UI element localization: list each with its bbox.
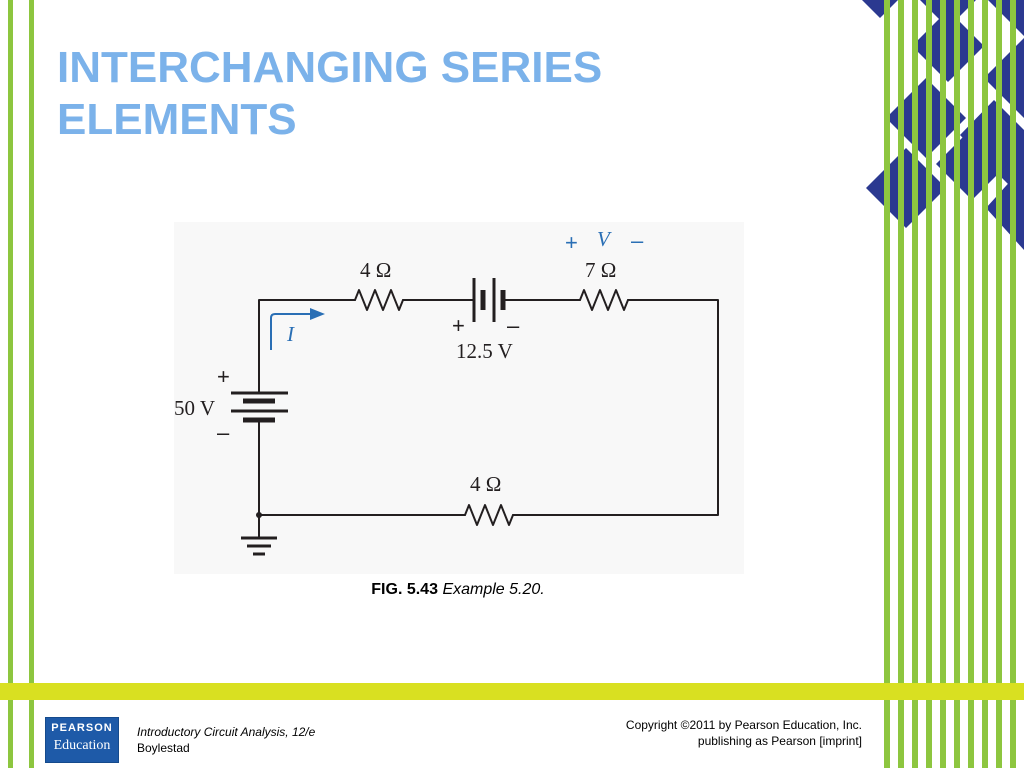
circuit-figure: 4 Ω 7 Ω 4 Ω 12.5 V + – 50 V + – I + V – [174, 222, 744, 574]
battery-value-label: 12.5 V [456, 339, 513, 363]
book-author: Boylestad [137, 741, 190, 755]
wire-right [512, 299, 719, 516]
slide-title-line-2: ELEMENTS [57, 95, 297, 144]
source-plus-sign: + [217, 364, 230, 389]
logo-bottom-text: Education [53, 738, 111, 753]
voltage-label: V [597, 227, 612, 251]
circuit-diagram: 4 Ω 7 Ω 4 Ω 12.5 V + – 50 V + – I + V – [174, 227, 719, 556]
resistor-label-top-left: 4 Ω [360, 258, 391, 282]
resistor-label-top-right: 7 Ω [585, 258, 616, 282]
wire-bottom [258, 420, 466, 516]
resistor-icon [579, 289, 629, 311]
resistor-label-bottom: 4 Ω [470, 472, 501, 496]
current-arrow-icon [270, 308, 325, 350]
voltage-plus-sign: + [565, 230, 578, 255]
green-stripe-group [884, 0, 1016, 768]
resistor-icon [354, 289, 404, 311]
current-label: I [286, 322, 295, 346]
footer-band [0, 683, 1024, 700]
logo-top-text: PEARSON [51, 722, 113, 734]
wire-top-left [258, 299, 356, 393]
slide-title: INTERCHANGING SERIES ELEMENTS [57, 42, 602, 146]
copyright-notice: Copyright ©2011 by Pearson Education, In… [626, 717, 862, 749]
book-title: Introductory Circuit Analysis, 12/e [137, 725, 316, 739]
junction-dot [256, 512, 262, 518]
source-minus-sign: – [217, 420, 230, 445]
figure-caption: FIG. 5.43 Example 5.20. [0, 581, 916, 599]
book-info: Introductory Circuit Analysis, 12/e Boyl… [137, 724, 315, 756]
battery-icon [472, 278, 506, 322]
ground-icon [241, 536, 277, 556]
left-stripe-1 [8, 0, 13, 768]
copyright-line-2: publishing as Pearson [imprint] [697, 734, 862, 748]
battery-minus-sign: – [507, 313, 520, 338]
slide-title-line-1: INTERCHANGING SERIES [57, 43, 603, 92]
voltage-minus-sign: – [631, 228, 644, 253]
source-value-label: 50 V [174, 396, 215, 420]
resistor-icon [464, 504, 514, 526]
figure-caption-text: Example 5.20. [442, 581, 545, 598]
battery-plus-sign: + [452, 313, 465, 338]
pearson-logo: PEARSON Education [45, 717, 119, 763]
copyright-line-1: Copyright ©2011 by Pearson Education, In… [625, 718, 862, 732]
left-stripe-2 [29, 0, 34, 768]
battery-icon [231, 391, 288, 423]
figure-number: FIG. 5.43 [371, 581, 438, 598]
